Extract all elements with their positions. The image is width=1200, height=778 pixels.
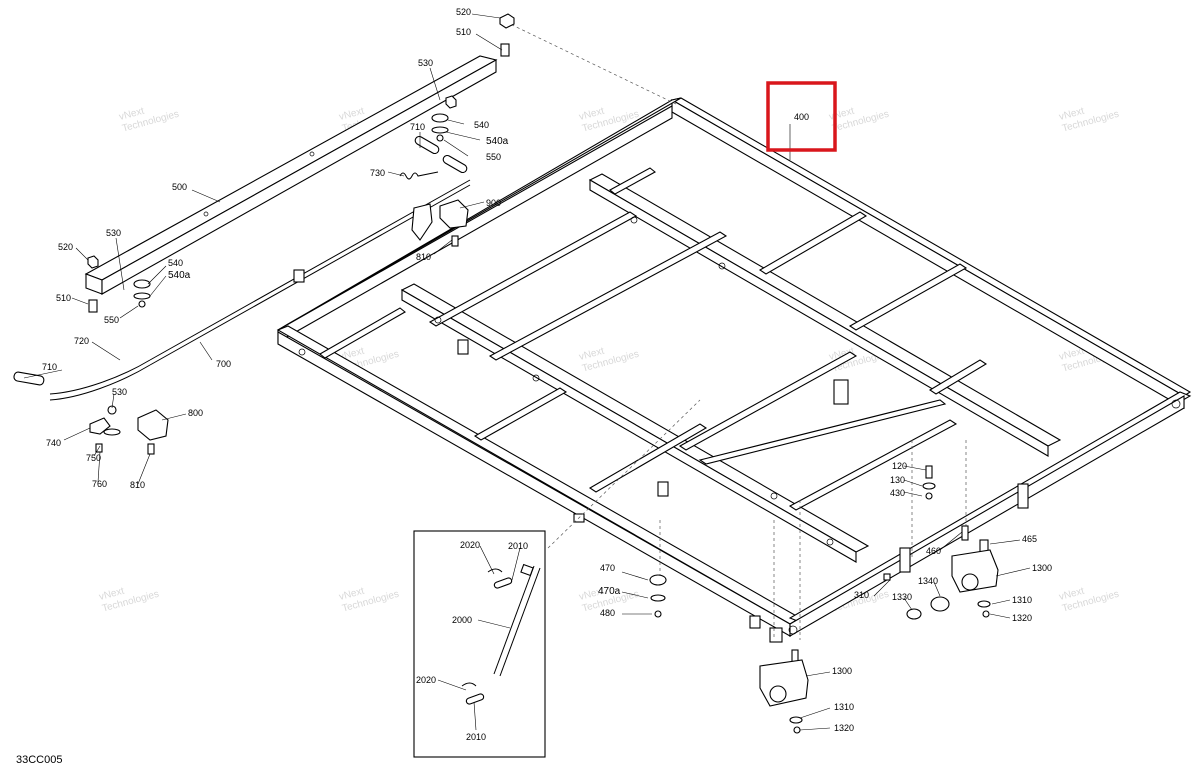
part-label: 550 — [104, 315, 119, 325]
highlight-box-400 — [766, 81, 837, 152]
part-label: 800 — [188, 408, 203, 418]
part-label: 500 — [172, 182, 187, 192]
part-label: 520 — [456, 7, 471, 17]
watermark: vNext Technologies — [338, 586, 400, 615]
part-labels: 520 510 530 540 540a 710 550 730 900 810… — [42, 7, 1052, 742]
part-label: 120 — [892, 461, 907, 471]
part-label: 520 — [58, 242, 73, 252]
frame-cross-members — [319, 167, 988, 511]
part-label: 530 — [112, 387, 127, 397]
latch-900 — [411, 199, 469, 241]
spring-730 — [399, 171, 439, 180]
frame-member-1-face — [589, 179, 1049, 457]
handle-710 — [13, 371, 45, 386]
part-label: 460 — [926, 546, 941, 556]
bracket-1300-bottom — [759, 659, 809, 707]
watermark: vNext Technologies — [828, 106, 890, 135]
part-label: 1310 — [834, 702, 854, 712]
part-label: 750 — [86, 453, 101, 463]
part-label: 2020 — [416, 675, 436, 685]
part-label: 1340 — [918, 576, 938, 586]
part-label: 710 — [42, 362, 57, 372]
assembly-guides — [505, 21, 967, 640]
frame-member-2 — [400, 283, 870, 553]
part-label: 540a — [168, 270, 191, 281]
part-label: 900 — [486, 198, 501, 208]
part-label: 2010 — [508, 541, 528, 551]
latch-800 — [137, 409, 169, 441]
rail-500 — [84, 55, 498, 295]
part-label: 810 — [130, 480, 145, 490]
watermark: vNext Technologies — [1058, 106, 1120, 135]
frame-rear-rail — [670, 97, 1192, 397]
part-label: 2000 — [452, 615, 472, 625]
part-label: 510 — [456, 27, 471, 37]
part-label: 710 — [410, 122, 425, 132]
part-label: 1320 — [1012, 613, 1032, 623]
part-label: 730 — [370, 168, 385, 178]
watermark: vNext Technologies — [118, 106, 180, 135]
part-label: 540 — [168, 258, 183, 268]
part-label: 310 — [854, 590, 869, 600]
part-label: 550 — [486, 152, 501, 162]
part-label: 720 — [74, 336, 89, 346]
strut-inset — [413, 530, 546, 758]
part-label: 1330 — [892, 592, 912, 602]
frame-member-2-face — [401, 289, 857, 563]
part-label: 1300 — [1032, 563, 1052, 573]
part-label: 760 — [92, 479, 107, 489]
part-label: 2010 — [466, 732, 486, 742]
part-label: 740 — [46, 438, 61, 448]
part-label: 530 — [418, 58, 433, 68]
part-label: 430 — [890, 488, 905, 498]
part-label: 510 — [56, 293, 71, 303]
part-label: 2020 — [460, 540, 480, 550]
part-label: 470 — [600, 563, 615, 573]
part-label: 480 — [600, 608, 615, 618]
part-label: 530 — [106, 228, 121, 238]
hardware — [87, 13, 991, 734]
leader-lines — [23, 13, 1031, 731]
diagram-code: 33CC005 — [16, 754, 63, 766]
watermark: vNext Technologies — [98, 586, 160, 615]
frame-rear-rail-face — [671, 99, 1185, 409]
frame-right-rail-face — [789, 395, 1185, 637]
part-label: 810 — [416, 252, 431, 262]
part-label: 1300 — [832, 666, 852, 676]
part-label: 130 — [890, 475, 905, 485]
frame-member-1 — [588, 173, 1062, 447]
frame-brackets — [457, 339, 1029, 643]
pin-710 — [414, 135, 468, 174]
part-label: 470a — [598, 586, 621, 597]
part-label: 465 — [1022, 534, 1037, 544]
frame-holes — [298, 216, 1181, 635]
part-label: 540a — [486, 136, 509, 147]
part-label: 700 — [216, 359, 231, 369]
part-label: 1320 — [834, 723, 854, 733]
watermark: vNext Technologies — [1058, 586, 1120, 615]
part-label-400: 400 — [794, 112, 809, 122]
part-label: 1310 — [1012, 595, 1032, 605]
part-label: 540 — [474, 120, 489, 130]
bracket-1300-right — [951, 549, 999, 593]
watermark: vNext Technologies — [578, 346, 640, 375]
